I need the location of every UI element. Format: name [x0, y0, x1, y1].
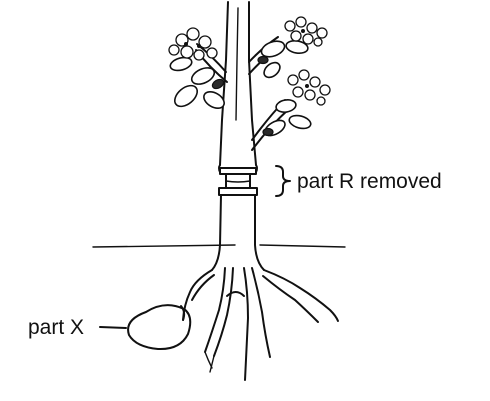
part-x-label: part X — [28, 316, 84, 339]
brace-part-r — [276, 166, 290, 196]
bark-ring-removed — [219, 168, 257, 195]
flower-cluster-lower-right — [288, 70, 330, 105]
lower-stem — [212, 195, 264, 270]
upper-stem — [219, 2, 257, 172]
part-r-label: part R removed — [297, 170, 442, 193]
part-x-pointer — [100, 327, 126, 328]
flower-cluster-left — [169, 28, 217, 60]
root-system — [183, 268, 338, 380]
tuber-part-x — [128, 305, 190, 349]
